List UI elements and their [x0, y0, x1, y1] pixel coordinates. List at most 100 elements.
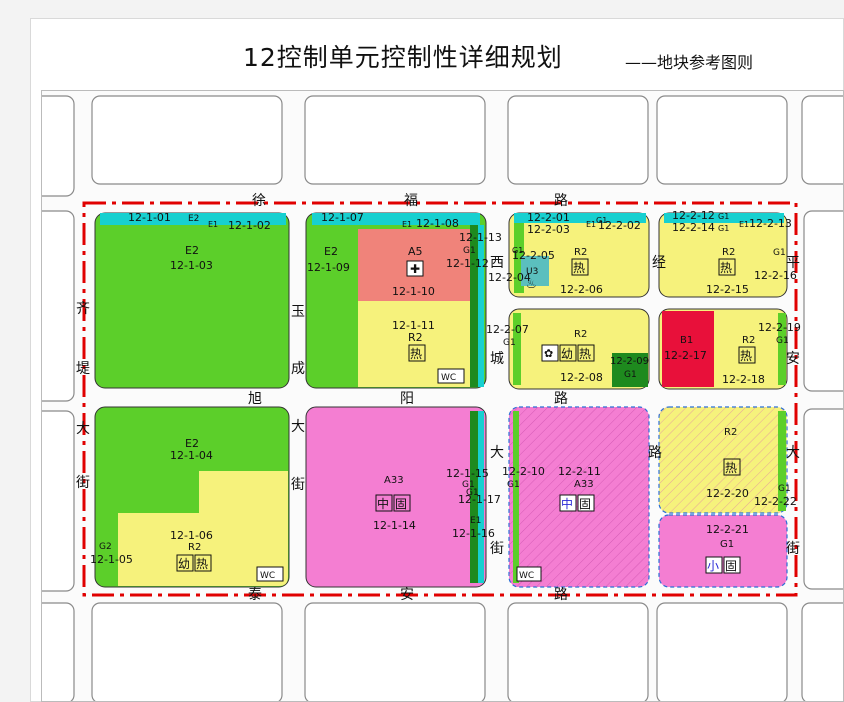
- parcel-use: R2: [742, 335, 755, 346]
- parcel-use: E2: [185, 244, 199, 257]
- block-12-2-20: [658, 406, 788, 588]
- parcel-use: R2: [574, 329, 587, 340]
- parcel-use: G1: [776, 336, 789, 346]
- parcel-code: 12-2-07: [486, 323, 529, 336]
- parcel-code: 12-2-21: [706, 523, 749, 536]
- parcel-use: G1: [596, 216, 607, 225]
- parcel-use: R2: [722, 247, 735, 258]
- road-labels: 徐 福 路 齐 堤 大 街 玉 成 旭 阳 路 大 街 泰 安 路 西 城 大 …: [76, 193, 800, 603]
- parcel-code: 12-2-20: [706, 487, 749, 500]
- parcel-use: G1: [624, 370, 637, 380]
- planning-boundary: [82, 201, 798, 597]
- parcel-code: 12-1-09: [307, 261, 350, 274]
- parcel-code: 12-1-04: [170, 449, 213, 462]
- parcel-use: G1: [718, 224, 729, 233]
- solid-waste-icon: 固: [579, 497, 591, 511]
- road-label: 大: [786, 445, 800, 461]
- road-label: 福: [404, 193, 418, 209]
- zoning-map-svg: 徐 福 路 齐 堤 大 街 玉 成 旭 阳 路 大 街 泰 安 路 西 城 大 …: [42, 91, 843, 701]
- road-label: 街: [490, 541, 504, 557]
- parcel-use: B1: [680, 335, 693, 346]
- road-label: 堤: [76, 361, 90, 377]
- parcel-use: E1: [402, 220, 412, 229]
- road-label: 经: [652, 255, 666, 271]
- parcel-use: G1: [778, 484, 791, 494]
- parcel-code: 12-2-18: [722, 373, 765, 386]
- road-label: 街: [76, 475, 90, 491]
- parcel-code: 12-1-07: [321, 211, 364, 224]
- road-label: 大: [490, 445, 504, 461]
- road-label: 玉: [291, 304, 305, 320]
- middle-school-icon: 中: [377, 496, 389, 511]
- kindergarten-icon: 幼: [561, 347, 573, 361]
- block-12-2-06: [508, 212, 650, 298]
- road-label: 街: [291, 477, 305, 493]
- parcel-code: 12-2-10: [502, 465, 545, 478]
- parcel-code: 12-2-14: [672, 221, 715, 234]
- parcel-use: A33: [574, 479, 594, 490]
- parcel-use: G1: [462, 480, 475, 490]
- parcel-code: 12-1-17: [458, 493, 501, 506]
- road-label: 旭: [248, 391, 262, 407]
- block-12-1-04: [94, 406, 290, 588]
- road-label: 齐: [76, 301, 90, 317]
- block-12-2-08: [508, 308, 650, 390]
- road-label: 泰: [248, 587, 262, 603]
- parcel-use: R2: [408, 331, 423, 344]
- parcel-code: 12-1-11: [392, 319, 435, 332]
- clinic-icon: ✚: [410, 262, 420, 276]
- kindergarten-icon: 幼: [178, 557, 190, 571]
- road-label: 路: [648, 445, 662, 461]
- parcel-use: E2: [185, 437, 199, 450]
- road-label: 徐: [252, 193, 266, 209]
- parcel-code: 12-1-08: [416, 217, 459, 230]
- parcel-use: E1: [739, 220, 749, 229]
- parcel-code: 12-2-19: [758, 321, 801, 334]
- parcel-use: G1: [773, 248, 786, 258]
- parcel-use: E1: [470, 516, 481, 526]
- block-12-1-03: [94, 212, 290, 389]
- wc-icon: WC: [441, 373, 456, 383]
- solid-waste-icon: 固: [725, 559, 737, 573]
- parcel-use: A5: [408, 245, 423, 258]
- flame-icon: ♨: [526, 277, 537, 291]
- parcel-use: E2: [188, 214, 199, 224]
- parcel-code: 12-2-09: [610, 356, 649, 367]
- page-title: 12控制单元控制性详细规划: [243, 43, 563, 72]
- parcel-code: 12-1-13: [459, 231, 502, 244]
- parcel-code: 12-2-22: [754, 495, 797, 508]
- road-label: 大: [291, 419, 305, 435]
- parcel-use: G1: [466, 488, 479, 498]
- parcel-code: 12-2-04: [488, 271, 531, 284]
- road-label: 安: [400, 587, 414, 603]
- heat-icon: 热: [579, 347, 591, 361]
- page-subtitle: ——地块参考图则: [625, 53, 754, 72]
- parcel-code: 12-1-02: [228, 219, 271, 232]
- parcel-code: 12-2-01: [527, 211, 570, 224]
- parcel-use: G1: [463, 246, 476, 256]
- parcel-code: 12-1-05: [90, 553, 133, 566]
- parcel-code: 12-2-03: [527, 223, 570, 236]
- heat-icon: 热: [720, 261, 732, 275]
- parcel-use: G1: [507, 480, 520, 490]
- parcel-code: 12-2-11: [558, 465, 601, 478]
- road-label: 安: [786, 351, 800, 367]
- wc-icon: WC: [519, 571, 534, 581]
- block-12-1-14: [305, 406, 487, 588]
- parcel-code: 12-1-03: [170, 259, 213, 272]
- road-label: 平: [786, 255, 800, 271]
- heat-icon: 热: [740, 349, 752, 363]
- road-label: 城: [490, 351, 504, 367]
- parcel-use: R2: [188, 542, 201, 553]
- road-label: 路: [554, 193, 568, 209]
- road-label: 路: [554, 587, 568, 603]
- parcel-use: G1: [718, 212, 729, 221]
- road-label: 西: [490, 255, 504, 271]
- road-label: 大: [76, 421, 90, 437]
- solid-waste-icon: 固: [395, 497, 407, 511]
- road-label: 路: [554, 391, 568, 407]
- heat-icon: 热: [196, 557, 208, 571]
- block-12-1-09: [305, 212, 487, 389]
- parcel-code: 12-1-10: [392, 285, 435, 298]
- zoning-map[interactable]: 徐 福 路 齐 堤 大 街 玉 成 旭 阳 路 大 街 泰 安 路 西 城 大 …: [41, 90, 844, 702]
